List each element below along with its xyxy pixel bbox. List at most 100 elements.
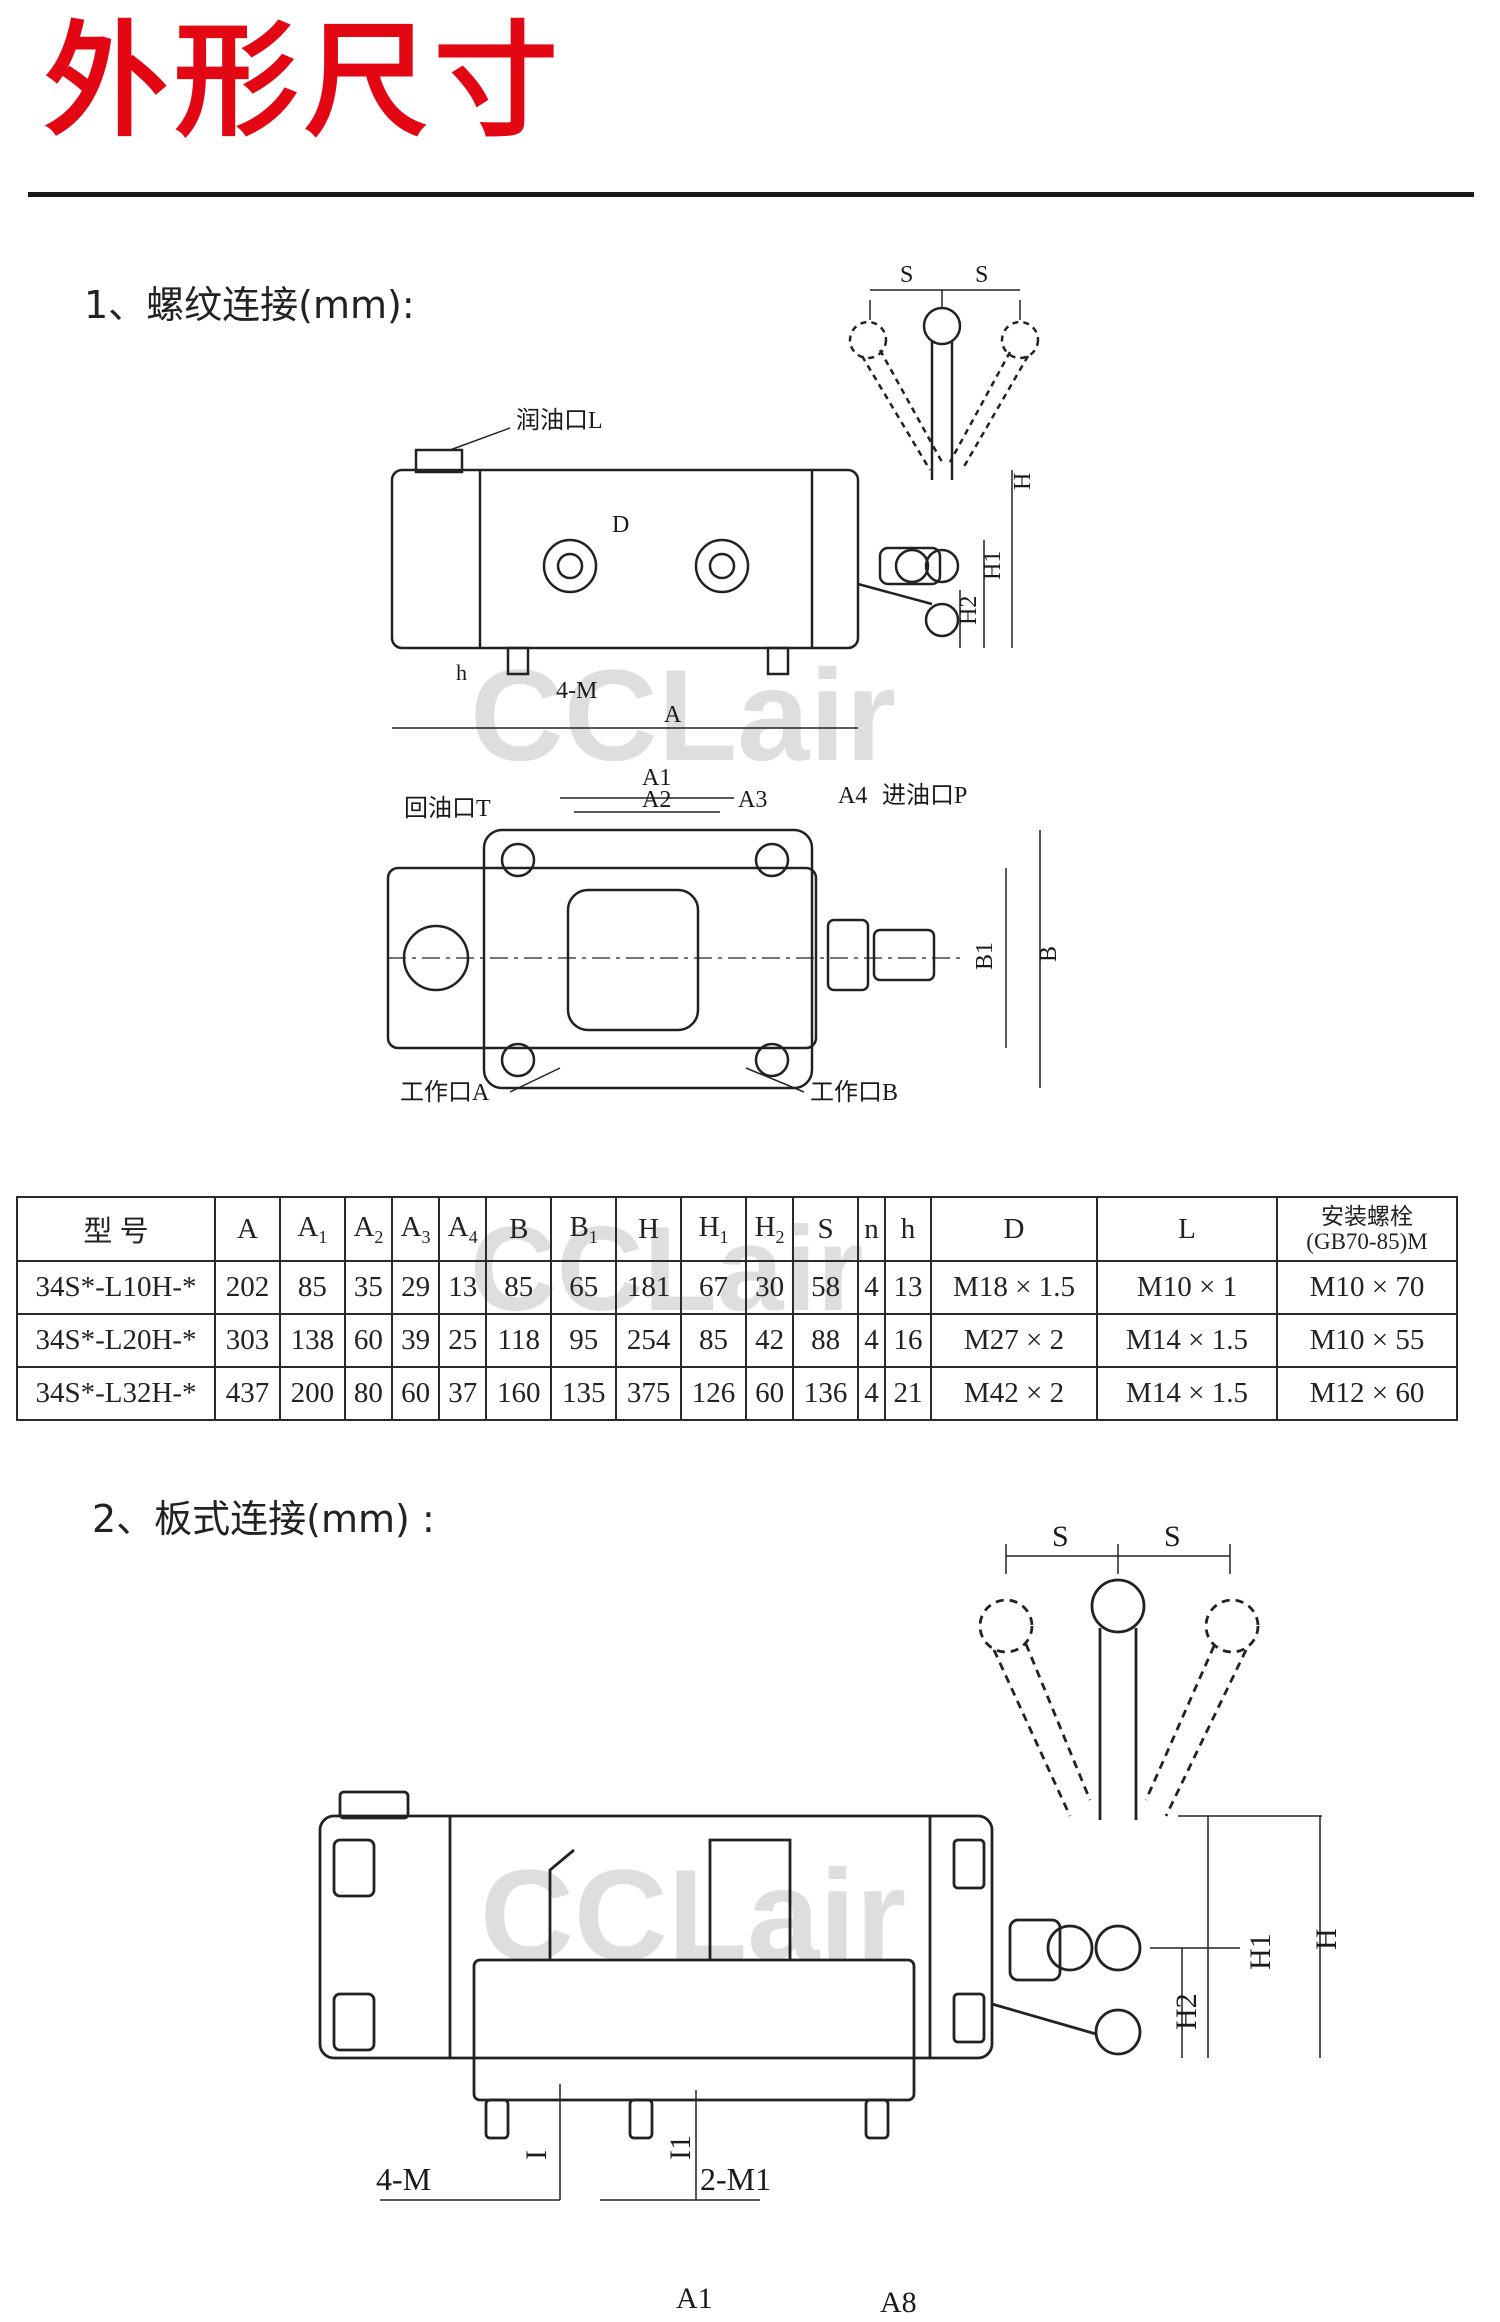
cell-b1: 65 <box>550 1260 618 1315</box>
cell-b1: 135 <box>550 1366 618 1421</box>
cell-h: 181 <box>615 1260 683 1315</box>
dim-label-d: D <box>612 512 629 538</box>
th-h1: H1 <box>680 1196 747 1262</box>
cell-s: 88 <box>792 1313 860 1368</box>
dim-label-4m: 4-M <box>556 678 597 704</box>
cell-bolt: M10 × 55 <box>1276 1313 1458 1368</box>
cell-s: 136 <box>792 1366 860 1421</box>
section-title-plate: 2、板式连接(mm) : <box>92 1497 435 1541</box>
cell-l: M10 × 1 <box>1096 1260 1278 1315</box>
dim-label-h-2: H <box>1310 1928 1343 1950</box>
lever-handles-2 <box>978 1544 1260 1820</box>
dim-label-a2: A2 <box>642 787 671 813</box>
cell-b: 160 <box>485 1366 553 1421</box>
label-inlet-port: 进油口P <box>882 782 967 809</box>
dim-label-h1-2: H1 <box>1244 1933 1277 1970</box>
cell-n: 4 <box>857 1366 886 1421</box>
cell-l: M14 × 1.5 <box>1096 1313 1278 1368</box>
dim-label-h1: H1 <box>980 551 1006 580</box>
title-divider <box>28 192 1474 197</box>
cell-a4: 37 <box>438 1366 488 1421</box>
cell-h-small: 13 <box>883 1260 933 1315</box>
label-lube-port: 润油口L <box>516 407 603 434</box>
dim-label-i: I <box>520 2150 553 2160</box>
dim-label-s-right-2: S <box>1164 1520 1181 1553</box>
th-a: A <box>214 1196 281 1262</box>
cell-a3: 29 <box>390 1260 441 1315</box>
cell-h-small: 21 <box>883 1366 933 1421</box>
cell-h-small: 16 <box>883 1313 933 1368</box>
th-s: S <box>792 1196 860 1262</box>
th-a4: A4 <box>438 1196 488 1262</box>
dim-label-a1: A1 <box>642 765 671 791</box>
dim-label-h2-2: H2 <box>1170 1993 1203 2030</box>
cell-bolt: M12 × 60 <box>1276 1366 1458 1421</box>
cell-h1: 126 <box>680 1366 747 1421</box>
dim-label-h-small: h <box>456 660 467 685</box>
dim-label-2m1: 2-M1 <box>700 2161 771 2197</box>
label-work-port-a: 工作口A <box>400 1079 490 1106</box>
table-row: 34S*-L20H-* 303 138 60 39 25 118 95 254 … <box>16 1313 1458 1368</box>
cell-b: 85 <box>485 1260 553 1315</box>
th-a2: A2 <box>343 1196 394 1262</box>
specs-table: 型 号 A A1 A2 A3 A4 B B1 H H1 H2 S n h D L… <box>16 1196 1458 1421</box>
cell-a2: 35 <box>343 1260 394 1315</box>
cell-a: 303 <box>214 1313 281 1368</box>
cell-h: 375 <box>615 1366 683 1421</box>
label-return-port: 回油口T <box>404 795 491 822</box>
cell-n: 4 <box>857 1260 886 1315</box>
cell-a1: 85 <box>278 1260 346 1315</box>
valve-body-elevation-2 <box>318 1790 1142 2140</box>
th-n: n <box>857 1196 886 1262</box>
specs-header-row: 型 号 A A1 A2 A3 A4 B B1 H H1 H2 S n h D L… <box>16 1196 1458 1262</box>
th-a1: A1 <box>278 1196 346 1262</box>
th-d: D <box>930 1196 1098 1262</box>
cell-h1: 67 <box>680 1260 747 1315</box>
table-row: 34S*-L32H-* 437 200 80 60 37 160 135 375… <box>16 1366 1458 1421</box>
cell-h1: 85 <box>680 1313 747 1368</box>
th-a3: A3 <box>390 1196 441 1262</box>
dim-label-h: H <box>1010 473 1036 490</box>
dim-label-a4: A4 <box>838 783 867 809</box>
cell-h: 254 <box>615 1313 683 1368</box>
cell-a1: 200 <box>278 1366 346 1421</box>
dim-label-h2: H2 <box>956 596 982 625</box>
cell-a2: 80 <box>343 1366 394 1421</box>
cell-d: M42 × 2 <box>930 1366 1098 1421</box>
dim-label-b1: B1 <box>972 942 998 970</box>
th-l: L <box>1096 1196 1278 1262</box>
dim-label-a: A <box>664 702 682 728</box>
cell-h2: 30 <box>744 1260 795 1315</box>
cell-a3: 60 <box>390 1366 441 1421</box>
cell-n: 4 <box>857 1313 886 1368</box>
lever-handles <box>848 289 1040 480</box>
cell-s: 58 <box>792 1260 860 1315</box>
section-title-threaded: 1、螺纹连接(mm): <box>84 283 415 327</box>
page-title: 外形尺寸 <box>44 10 565 154</box>
cell-a4: 25 <box>438 1313 488 1368</box>
th-model: 型 号 <box>16 1196 216 1262</box>
cell-h2: 60 <box>744 1366 795 1421</box>
dim-label-s-left: S <box>900 262 913 288</box>
cell-a: 202 <box>214 1260 281 1315</box>
dim-label-b: B <box>1036 946 1062 962</box>
dim-label-4m-2: 4-M <box>376 2161 431 2197</box>
cell-l: M14 × 1.5 <box>1096 1366 1278 1421</box>
dim-label-s-right: S <box>975 262 988 288</box>
th-h2: H2 <box>744 1196 795 1262</box>
table-row: 34S*-L10H-* 202 85 35 29 13 85 65 181 67… <box>16 1260 1458 1315</box>
cell-b: 118 <box>485 1313 553 1368</box>
cell-a1: 138 <box>278 1313 346 1368</box>
label-work-port-b: 工作口B <box>810 1079 898 1106</box>
threaded-connection-drawing: S S H H1 H2 润油口L D h 4-M A A1 A2 <box>386 262 1062 1106</box>
valve-body-elevation <box>390 448 960 676</box>
dim-label-s-left-2: S <box>1052 1520 1069 1553</box>
valve-body-plan <box>386 828 960 1090</box>
th-h-small: h <box>883 1196 933 1262</box>
dim-label-i1: I1 <box>664 2135 697 2160</box>
cell-bolt: M10 × 70 <box>1276 1260 1458 1315</box>
th-b1: B1 <box>550 1196 618 1262</box>
cell-a3: 39 <box>390 1313 441 1368</box>
cell-a: 437 <box>214 1366 281 1421</box>
cell-a4: 13 <box>438 1260 488 1315</box>
